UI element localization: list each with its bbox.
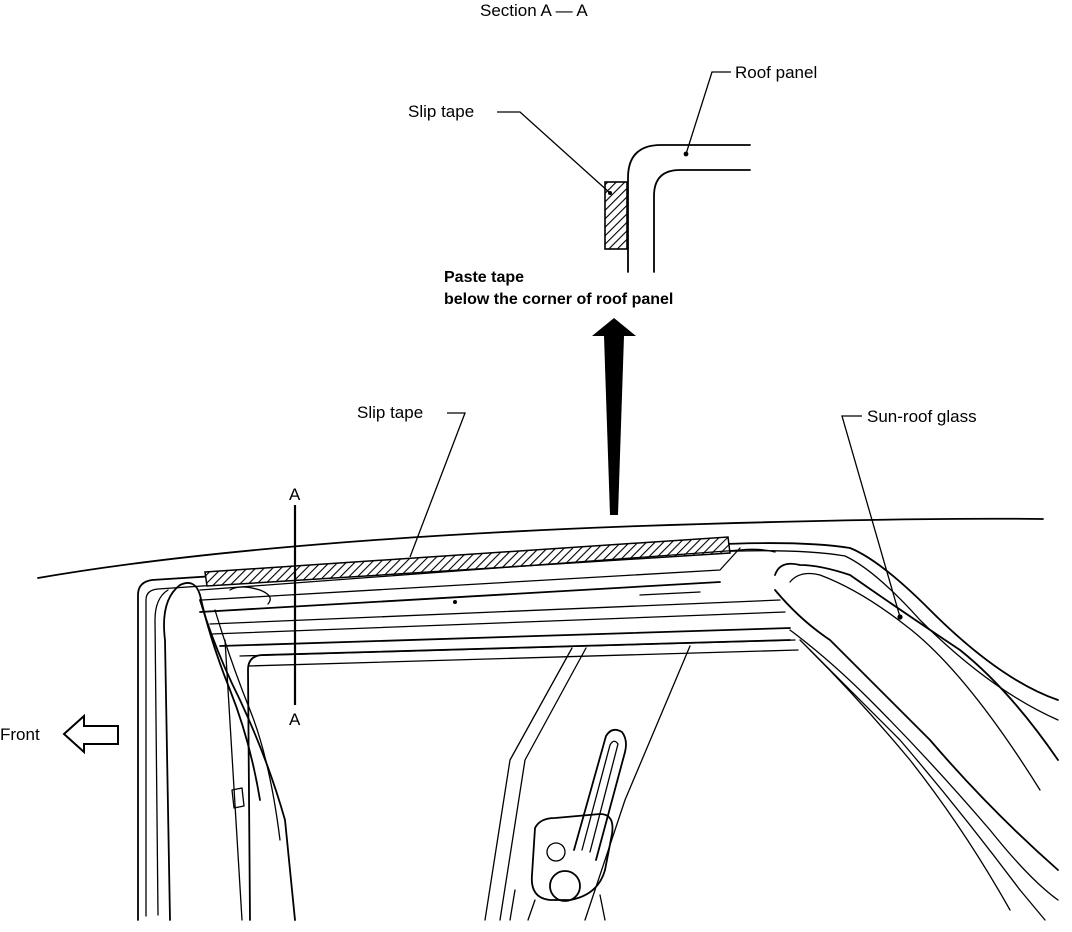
main-slip-tape <box>204 536 731 587</box>
left-outline-arrow-icon <box>62 713 119 755</box>
paste-tape-label: Paste tape <box>444 269 524 286</box>
roof-panel-label: Roof panel <box>735 63 817 82</box>
section-mark-bottom: A <box>289 710 301 729</box>
up-arrow-icon <box>592 318 636 515</box>
sunroof-glass-label: Sun-roof glass <box>867 407 977 426</box>
section-title: Section A — A <box>480 1 588 20</box>
front-label: Front <box>0 725 40 744</box>
section-mark-top: A <box>289 485 301 504</box>
section-slip-tape <box>604 181 628 250</box>
roof-assembly <box>37 517 1059 921</box>
section-slip-tape-label: Slip tape <box>408 102 474 121</box>
paste-tape-location-label: below the corner of roof panel <box>444 291 673 308</box>
slip-tape-label: Slip tape <box>357 403 423 422</box>
section-detail <box>497 71 751 273</box>
